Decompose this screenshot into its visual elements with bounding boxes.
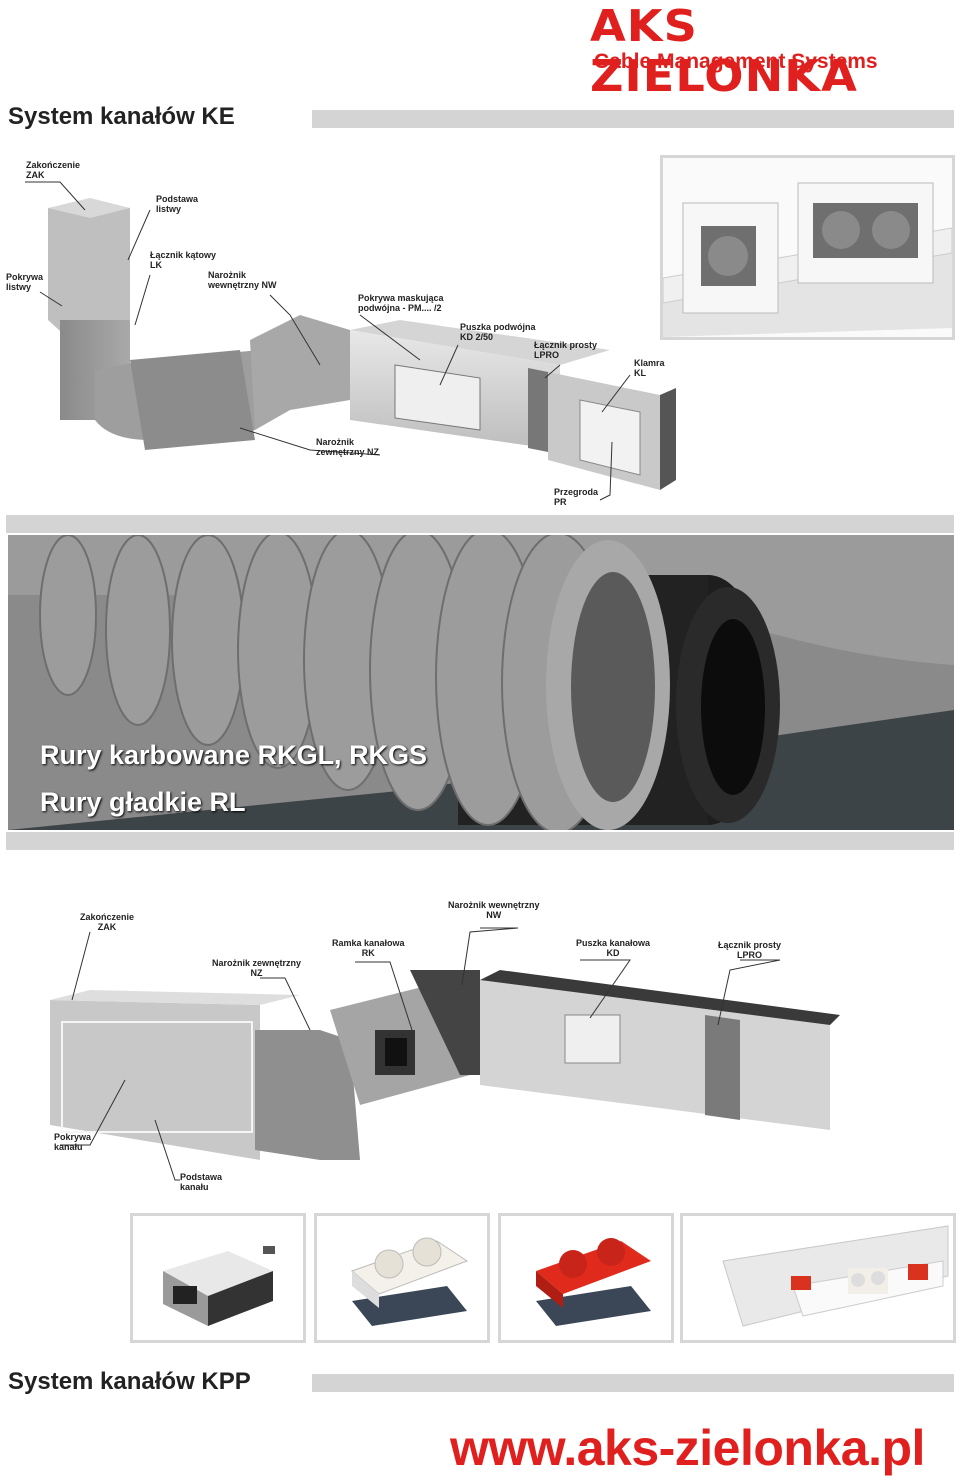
ke-channel-diagram <box>25 181 676 501</box>
section-ke-title-bar <box>312 110 954 128</box>
socket-white-image <box>351 1237 469 1326</box>
section-ke-title: System kanałów KE <box>8 103 235 130</box>
banner-title-line1: Rury karbowane RKGL, RKGS <box>40 740 428 770</box>
socket-red-image <box>536 1238 651 1326</box>
ke-socket-photo-frame <box>660 155 955 340</box>
separator-bar-bottom <box>6 832 954 850</box>
separator-bar-top <box>6 515 954 533</box>
kpp-channel-diagram <box>50 927 840 1181</box>
ke-socket-photo <box>662 182 953 337</box>
brand-tagline: Cable Management Systems <box>594 50 878 73</box>
thumb-socket-white <box>314 1213 490 1343</box>
rj45-module-image <box>163 1246 275 1326</box>
website-url-link[interactable]: www.aks-zielonka.pl <box>450 1420 925 1476</box>
brand-logo-name: AKS ZIELONKA <box>590 1 858 102</box>
thumb-kpp-channel <box>680 1213 956 1343</box>
section-kpp-title-bar <box>312 1374 954 1392</box>
conduit-banner-image <box>8 535 954 830</box>
banner-title-line2: Rury gładkie RL <box>40 787 246 817</box>
section-kpp-title: System kanałów KPP <box>8 1368 251 1395</box>
conduit-banner: Rury karbowane RKGL, RKGS Rury gładkie R… <box>8 535 954 830</box>
thumb-rj45-module <box>130 1213 306 1343</box>
thumb-socket-red <box>498 1213 674 1343</box>
kpp-channel-image <box>722 1225 949 1327</box>
